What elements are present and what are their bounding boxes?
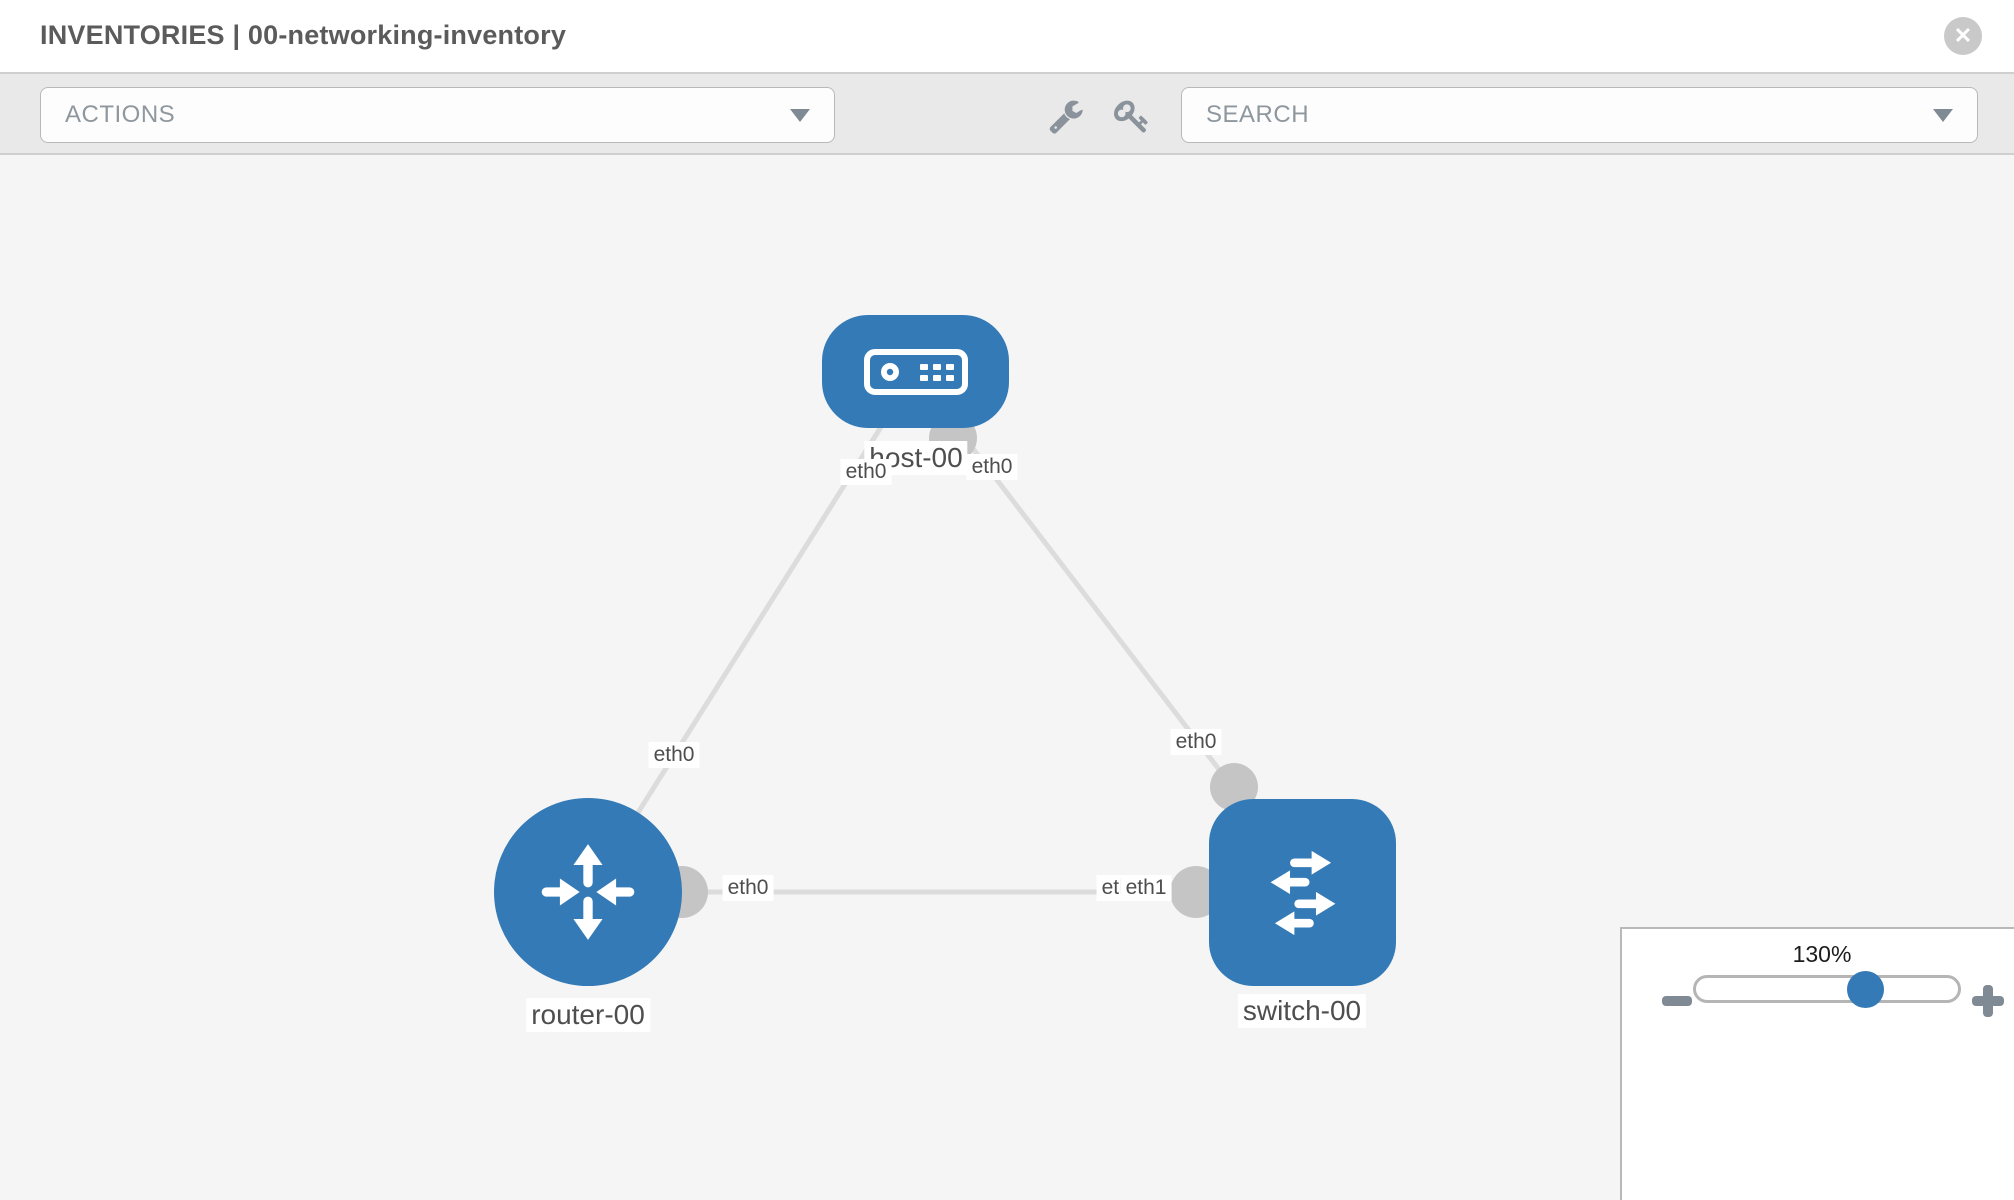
node-host-00[interactable] [822,315,1009,428]
zoom-in-button[interactable] [1972,984,2004,1017]
interface-label-host-eth0-left: eth0 [840,459,892,485]
zoom-slider-track[interactable] [1693,975,1961,1003]
zoom-control-panel: 130% [1620,927,2014,1200]
node-label-switch-00: switch-00 [1237,994,1367,1028]
header-bar: INVENTORIES | 00-networking-inventory ✕ [0,0,2014,72]
node-label-router-00: router-00 [526,998,650,1032]
page-title: INVENTORIES | 00-networking-inventory [40,20,567,50]
router-icon [541,844,635,940]
actions-dropdown-label: ACTIONS [65,101,176,128]
node-router-00[interactable] [494,798,682,986]
switch-icon [1270,850,1335,935]
key-icon[interactable] [1112,96,1152,136]
zoom-level-value: 130% [1792,941,1852,967]
host-icon [863,348,968,395]
close-button[interactable]: ✕ [1944,17,1982,55]
interface-label-link-host-switch: eth0 [1170,729,1222,755]
topology-canvas[interactable]: host-00 eth0 eth0 eth0 eth0 eth0 eth0 et… [0,157,2014,1200]
interface-label-host-eth0-right: eth0 [966,454,1018,480]
chevron-down-icon [1933,108,1953,122]
actions-dropdown[interactable]: ACTIONS [40,87,835,143]
wrench-icon[interactable] [1046,96,1086,136]
interface-label-link-host-router: eth0 [648,742,700,768]
search-dropdown[interactable]: SEARCH [1181,87,1978,143]
chevron-down-icon [790,108,810,122]
interface-label-switch-eth1: eth1 [1120,875,1172,901]
node-switch-00[interactable] [1209,799,1396,986]
toolbar: ACTIONS SEARCH [0,72,2014,155]
interface-label-router-eth0: eth0 [722,875,774,901]
zoom-out-button[interactable] [1662,996,1692,1006]
close-icon: ✕ [1953,23,1973,48]
zoom-slider-thumb[interactable] [1847,971,1884,1008]
search-input[interactable]: SEARCH [1206,101,1310,128]
